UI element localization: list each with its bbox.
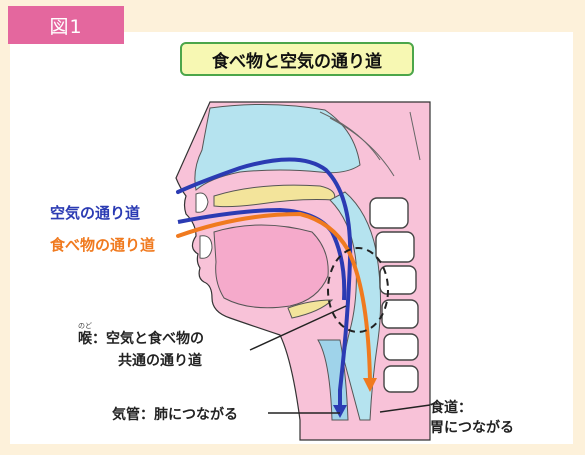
- throat-leader-line: [249, 305, 347, 351]
- throat-label-line2: 共通の通り道: [118, 353, 202, 369]
- food-arrowhead: [363, 378, 377, 392]
- throat-label: 喉：空気と食べ物の: [78, 331, 204, 347]
- esophagus-leader-line: [379, 404, 431, 413]
- esophagus-label-line2: 胃につながる: [430, 420, 514, 436]
- throat-ruby: のど: [78, 322, 92, 330]
- epiglottis: [287, 299, 334, 319]
- food-path-label: 食べ物の通り道: [50, 236, 156, 254]
- figure-title: 食べ物と空気の通り道: [180, 42, 414, 76]
- lower-teeth: [199, 235, 213, 259]
- air-path-line: [176, 157, 353, 414]
- tongue: [213, 224, 329, 309]
- trachea-label: 気管：肺につながる: [112, 407, 238, 423]
- upper-teeth: [195, 192, 209, 213]
- figure-number-label: 図1: [8, 6, 124, 44]
- food-path-line: [176, 211, 372, 382]
- air-arrowhead: [333, 405, 347, 418]
- esophagus-label: 食道：: [430, 400, 472, 416]
- throat-dashed-circle: [327, 247, 389, 333]
- skull-sketch-lines: [319, 111, 421, 177]
- air-path-label: 空気の通り道: [50, 204, 141, 222]
